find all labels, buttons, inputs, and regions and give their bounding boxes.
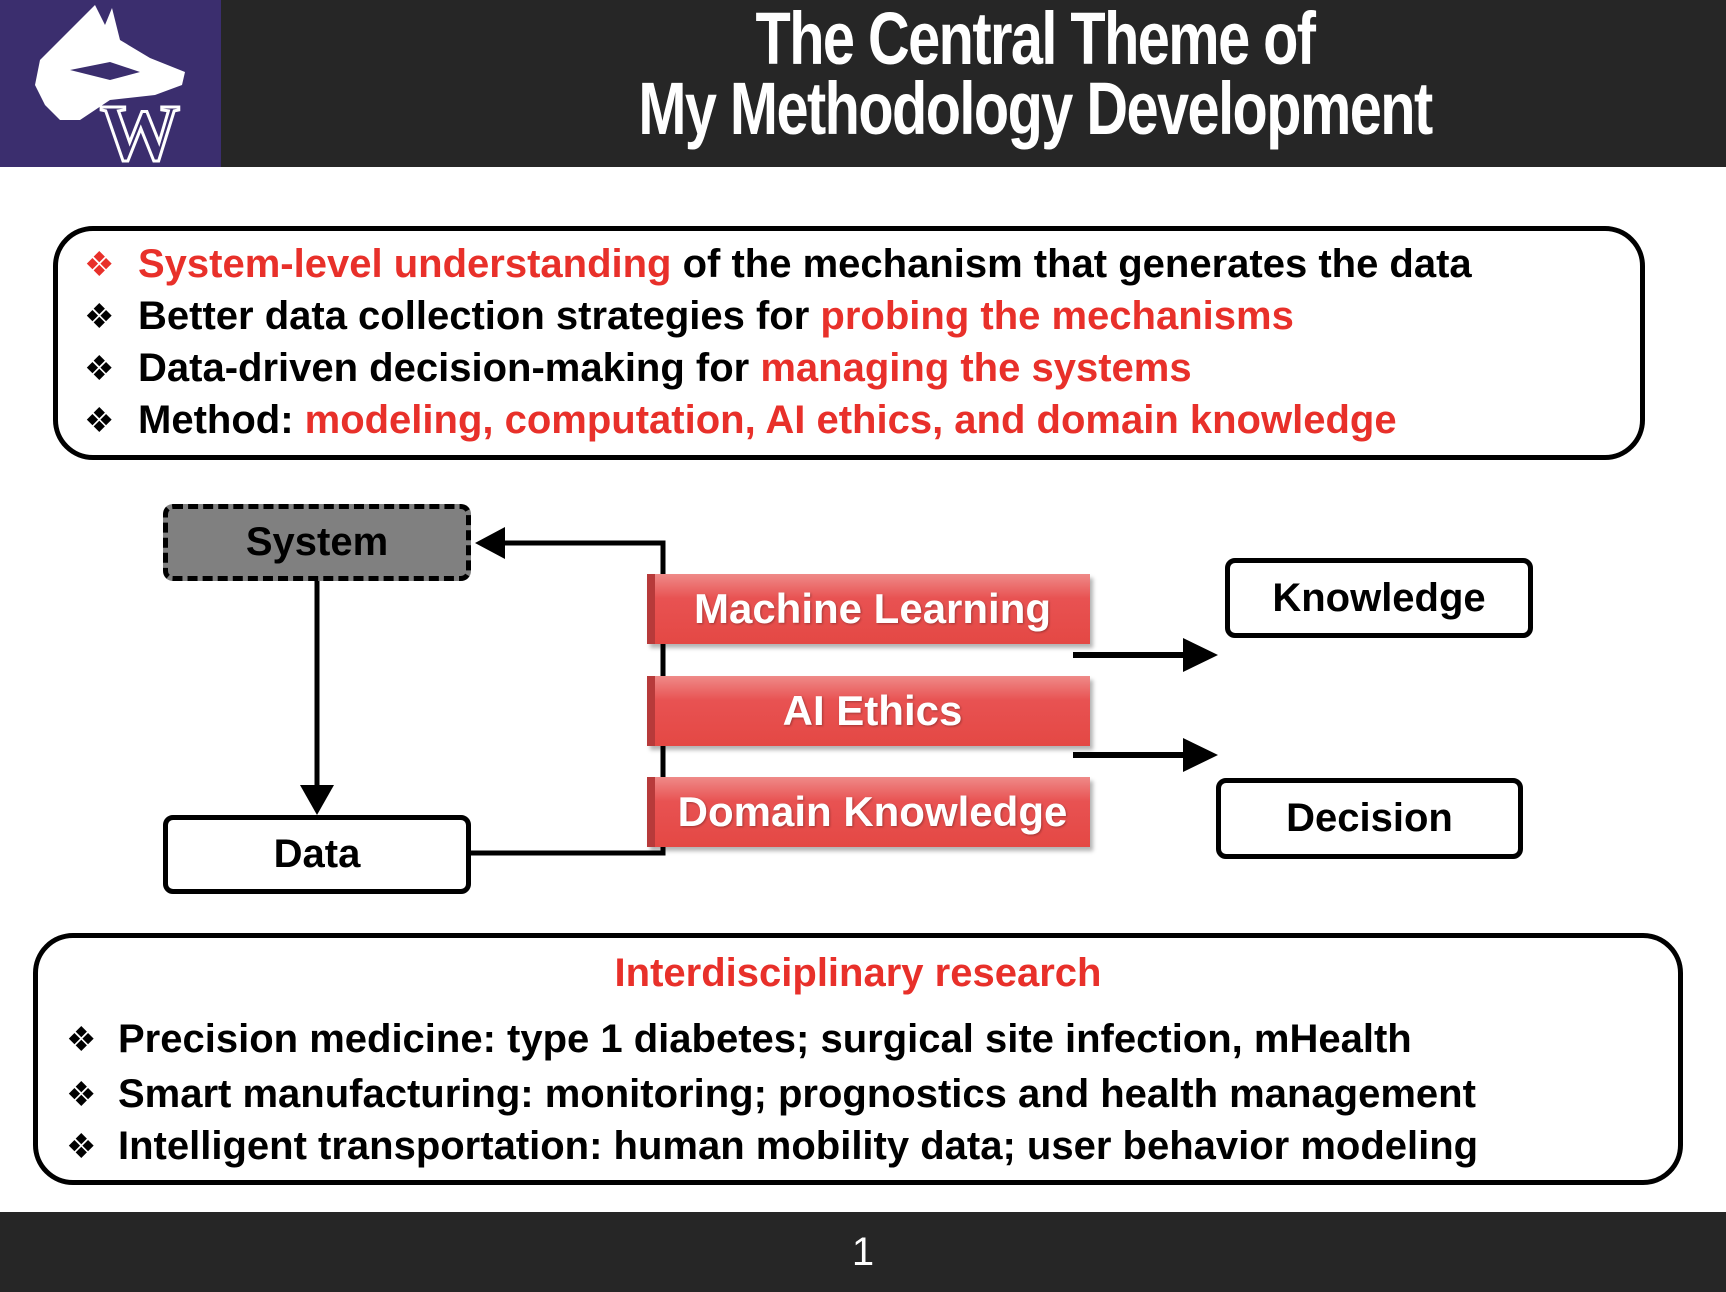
title-line-1: The Central Theme of bbox=[755, 0, 1316, 80]
page-number: 1 bbox=[851, 1229, 875, 1274]
decision-label: Decision bbox=[1286, 796, 1453, 840]
data-label: Data bbox=[273, 832, 361, 876]
method-machine-learning: Machine Learning bbox=[647, 574, 1090, 644]
knowledge-node: Knowledge bbox=[1225, 558, 1533, 638]
goal-4: Method: modeling, computation, AI ethics… bbox=[138, 398, 1397, 442]
goal-1: System-level understanding of the mechan… bbox=[138, 242, 1472, 286]
slide-title: The Central Theme of My Methodology Deve… bbox=[400, 0, 1670, 150]
method-label: AI Ethics bbox=[782, 687, 963, 734]
method-ai-ethics: AI Ethics bbox=[647, 676, 1090, 746]
bullet-icon: ❖ bbox=[84, 402, 115, 440]
method-domain-knowledge: Domain Knowledge bbox=[647, 777, 1090, 847]
slide-header bbox=[0, 0, 1726, 167]
bullet-icon: ❖ bbox=[66, 1076, 97, 1114]
title-line-2: My Methodology Development bbox=[638, 67, 1433, 150]
knowledge-label: Knowledge bbox=[1272, 575, 1486, 620]
decision-node: Decision bbox=[1216, 778, 1523, 859]
system-label: System bbox=[245, 520, 389, 564]
goal-2: Better data collection strategies for pr… bbox=[138, 294, 1294, 338]
slide-footer: 1 bbox=[0, 1212, 1726, 1292]
research-item: Intelligent transportation: human mobili… bbox=[118, 1124, 1479, 1168]
research-box bbox=[33, 933, 1683, 1185]
research-item: Precision medicine: type 1 diabetes; sur… bbox=[118, 1017, 1412, 1061]
bullet-icon: ❖ bbox=[66, 1021, 97, 1059]
uw-husky-logo: W bbox=[0, 0, 221, 180]
goal-3: Data-driven decision-making for managing… bbox=[138, 346, 1192, 390]
bullet-icon: ❖ bbox=[66, 1128, 97, 1166]
goals-box bbox=[53, 226, 1645, 460]
method-label: Machine Learning bbox=[693, 585, 1052, 632]
bullet-icon: ❖ bbox=[84, 350, 115, 388]
method-label: Domain Knowledge bbox=[677, 788, 1068, 835]
data-to-system-arrow bbox=[471, 540, 666, 856]
data-node: Data bbox=[163, 815, 471, 894]
bullet-icon: ❖ bbox=[84, 298, 115, 336]
system-node: System bbox=[163, 504, 471, 581]
bullet-icon: ❖ bbox=[84, 246, 115, 284]
research-title: Interdisciplinary research bbox=[614, 951, 1102, 995]
research-item: Smart manufacturing: monitoring; prognos… bbox=[118, 1072, 1476, 1116]
svg-text:W: W bbox=[100, 90, 180, 167]
